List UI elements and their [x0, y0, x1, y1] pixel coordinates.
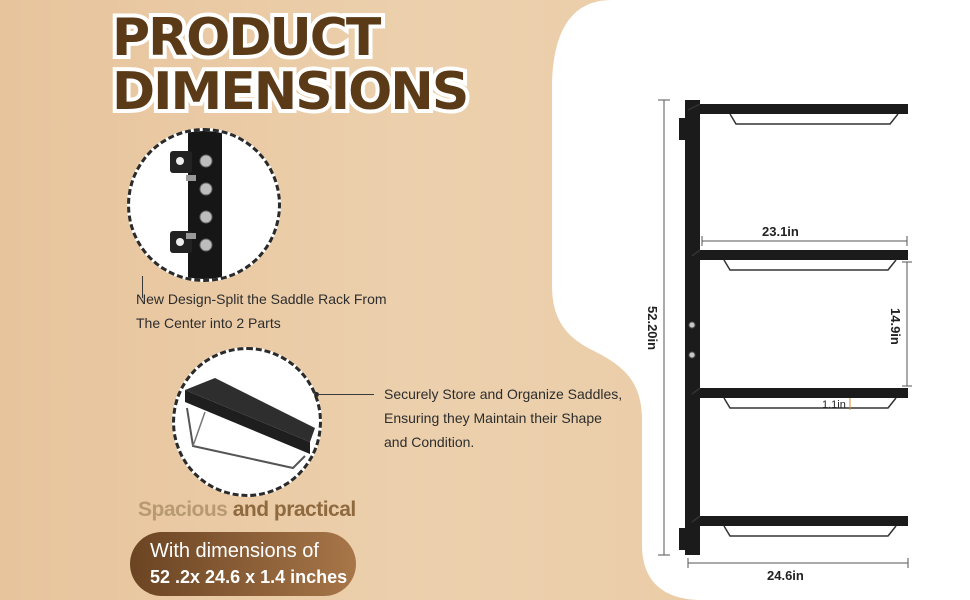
leader-line-2 — [318, 394, 374, 395]
dimensions-badge: With dimensions of 52 .2x 24.6 x 1.4 inc… — [130, 532, 356, 596]
feature-note-line: Ensuring they Maintain their Shape — [384, 410, 602, 426]
split-post-detail-image — [127, 128, 281, 282]
split-post-illustration — [170, 131, 222, 279]
page-title-line2: DIMENSIONS — [108, 58, 473, 126]
saddle-arm-detail-image — [172, 347, 322, 497]
leader-dot-2 — [314, 392, 319, 397]
product-drawing-panel — [552, 0, 970, 600]
feature-note-split-design: New Design-Split the Saddle Rack From Th… — [136, 287, 436, 335]
feature-note-line: The Center into 2 Parts — [136, 315, 281, 331]
subtitle-strong: and practical — [232, 498, 357, 521]
page-title-line1: PRODUCT — [108, 4, 385, 72]
leader-line-1 — [142, 276, 143, 298]
badge-line1: With dimensions of — [150, 540, 319, 562]
spacing-label: 14.9in — [888, 308, 903, 345]
feature-note-secure-storage: Securely Store and Organize Saddles, Ens… — [384, 382, 644, 454]
height-label: 52.20in — [645, 306, 660, 351]
rack-width-label: 23.1in — [762, 224, 799, 239]
base-width-label: 24.6in — [767, 568, 804, 583]
feature-note-line: and Condition. — [384, 434, 475, 450]
badge-line2: 52 .2x 24.6 x 1.4 inches — [150, 567, 348, 587]
saddle-arm-illustration — [185, 378, 315, 470]
feature-note-line: Securely Store and Organize Saddles, — [384, 386, 623, 402]
rail-depth-label: 1.1in — [822, 399, 846, 411]
subtitle: Spacious and practical — [138, 498, 356, 522]
subtitle-light: Spacious — [138, 498, 233, 521]
feature-note-line: New Design-Split the Saddle Rack From — [136, 291, 387, 307]
